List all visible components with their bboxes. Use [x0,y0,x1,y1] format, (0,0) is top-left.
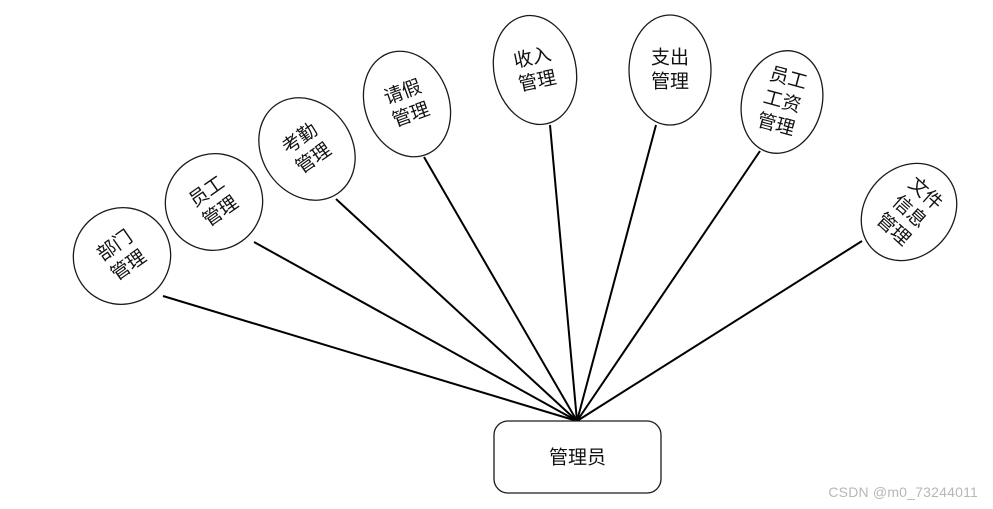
edge-income [549,124,578,422]
node-ellipse [740,50,824,154]
edge-expense [576,124,657,422]
edge-attendance [335,198,578,422]
node-ellipse [628,14,712,126]
edge-fileinfo [576,240,863,422]
watermark: CSDN @m0_73244011 [828,484,978,500]
node-ellipse [362,50,452,158]
node-ellipse [258,97,356,201]
root-node-admin[interactable]: 管理员 [493,420,662,494]
edge-leave [423,156,578,422]
edges-layer [162,124,863,422]
node-label-line: 支出 [651,47,689,69]
node-ellipse [860,162,958,262]
root-box [493,420,662,494]
root-label: 管理员 [549,447,606,469]
edge-salary [576,150,761,422]
node-ellipse [72,207,172,305]
edge-department [162,295,578,422]
node-ellipse [164,153,264,251]
nodes-layer: 部门管理员工管理考勤管理请假管理收入管理支出管理员工工资管理文件信息管理 [54,8,977,324]
edge-employee [253,241,578,422]
node-label-line: 管理 [651,71,689,93]
node-ellipse [492,14,578,126]
